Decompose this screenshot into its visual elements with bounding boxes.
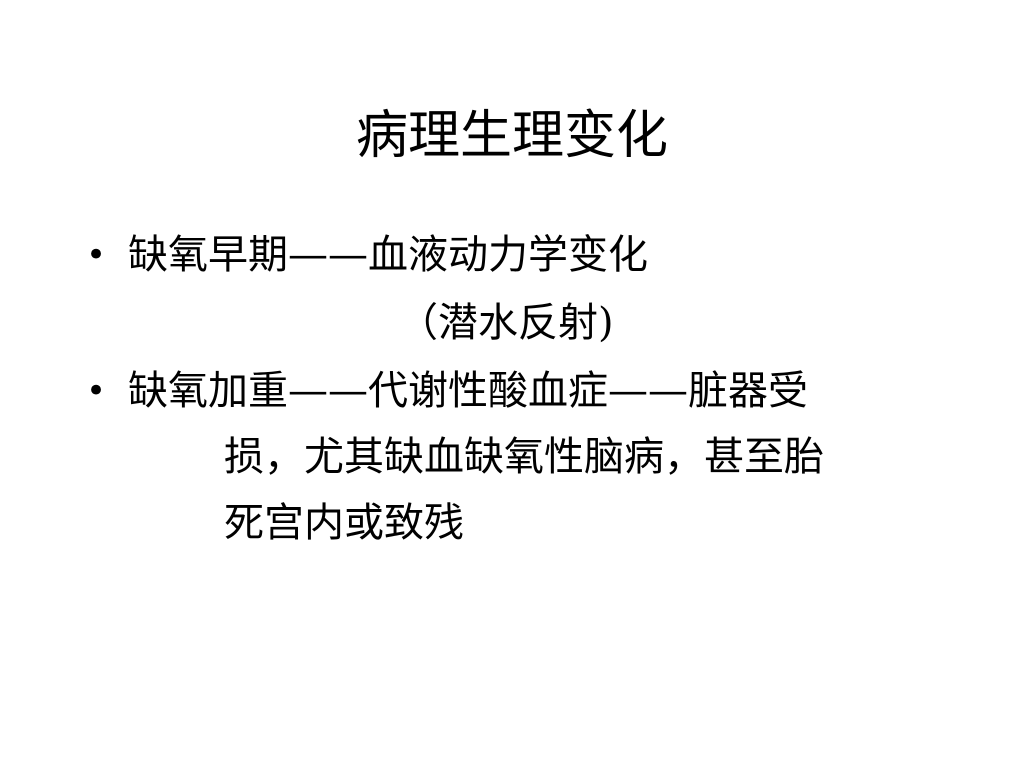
slide-title: 病理生理变化 (355, 106, 668, 166)
bullet-marker: • (86, 235, 107, 275)
bullet-text-line: 死宫内或致残 (224, 500, 464, 546)
bullet-marker: • (86, 371, 107, 411)
bullet-text-line: 缺氧早期——血液动力学变化 (128, 232, 648, 278)
bullet-text-line: （潜水反射) (398, 300, 614, 346)
bullet-text-line: 损，尤其缺血缺氧性脑病，甚至胎 (224, 434, 824, 480)
bullet-text-line: 缺氧加重——代谢性酸血症——脏器受 (128, 368, 808, 414)
